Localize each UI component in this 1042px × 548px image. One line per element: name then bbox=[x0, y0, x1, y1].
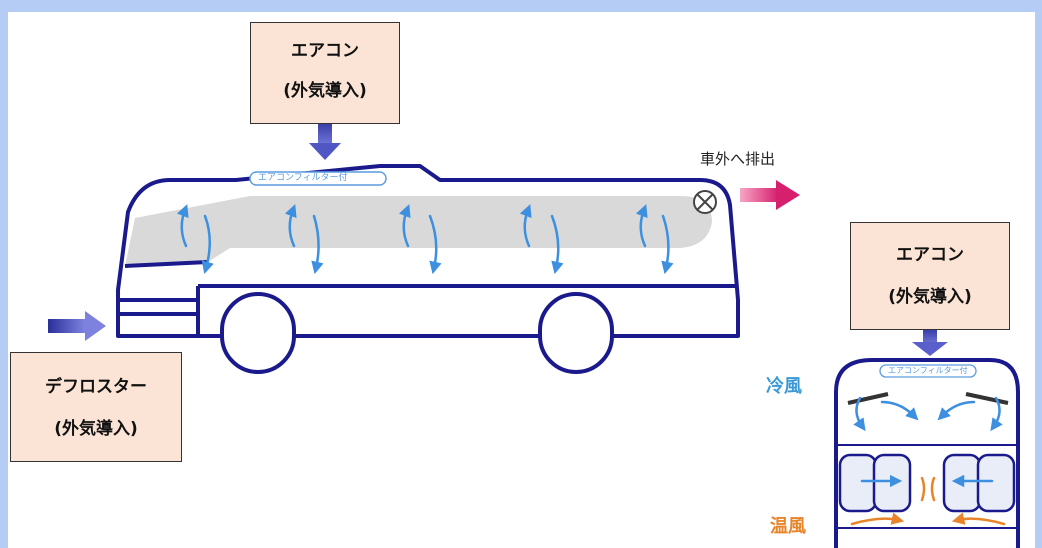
exhaust-label: 車外へ排出 bbox=[700, 150, 776, 168]
rear-ac-intake-arrow bbox=[912, 330, 948, 356]
cabin-air-zone bbox=[125, 196, 712, 266]
exhaust-arrow bbox=[740, 180, 800, 210]
rear-ac-title: エアコン bbox=[896, 245, 964, 265]
rear-filter-label: エアコンフィルター付 bbox=[888, 366, 968, 375]
top-ac-label-box: エアコン (外気導入) bbox=[250, 22, 400, 124]
top-ac-title: エアコン bbox=[291, 41, 359, 61]
right-border bbox=[1035, 0, 1042, 548]
rear-filter-capsule bbox=[879, 364, 977, 378]
bus-filter-capsule bbox=[249, 171, 387, 186]
bus-filter-label: エアコンフィルター付 bbox=[258, 173, 348, 183]
defroster-intake-arrow bbox=[48, 311, 106, 341]
cool-air-label: 冷風 bbox=[766, 376, 802, 397]
top-ac-intake-arrow bbox=[309, 124, 341, 160]
exhaust-fan-icon bbox=[693, 190, 717, 214]
bus-rear-view bbox=[834, 358, 1020, 548]
rear-ac-subtitle: (外気導入) bbox=[888, 287, 972, 307]
bus-side-view bbox=[116, 164, 740, 374]
defroster-label-box: デフロスター (外気導入) bbox=[10, 352, 182, 462]
defroster-subtitle: (外気導入) bbox=[54, 419, 138, 439]
rear-ac-label-box: エアコン (外気導入) bbox=[850, 222, 1010, 330]
cabin-airflow-arrows bbox=[176, 204, 674, 275]
warm-air-label: 温風 bbox=[770, 516, 806, 537]
defroster-title: デフロスター bbox=[45, 377, 147, 397]
top-ac-subtitle: (外気導入) bbox=[283, 81, 367, 101]
